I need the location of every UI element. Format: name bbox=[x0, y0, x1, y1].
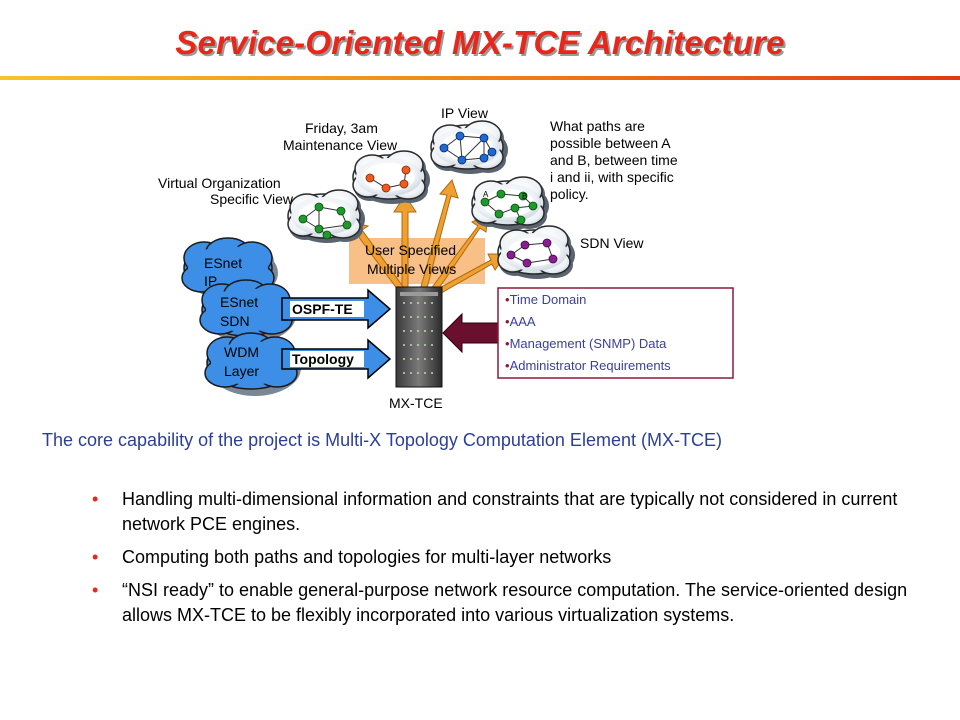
topology-arrow bbox=[281, 338, 392, 380]
maintenance-label-line2: Maintenance View bbox=[283, 137, 398, 153]
path-query-cloud bbox=[471, 176, 550, 231]
question-line3: and B, between time bbox=[550, 152, 678, 168]
maintenance-label-line1: Friday, 3am bbox=[305, 120, 378, 136]
input-item-admin: Administrator Requirements bbox=[510, 358, 672, 373]
inputs-box bbox=[497, 287, 734, 379]
user-specified-line1: User Specified bbox=[365, 242, 456, 258]
user-specified-line2: Multiple Views bbox=[367, 261, 456, 277]
question-line5: policy. bbox=[550, 186, 589, 202]
input-item-time-domain: Time Domain bbox=[510, 292, 587, 307]
bullet-item: • Computing both paths and topologies for… bbox=[92, 545, 912, 570]
bullet-dot: • bbox=[92, 547, 99, 567]
svg-text:•Management (SNMP) Data: •Management (SNMP) Data bbox=[505, 336, 667, 351]
virtual-org-cloud bbox=[287, 189, 366, 244]
bullet-text: Computing both paths and topologies for … bbox=[122, 547, 612, 567]
question-line2: possible between A bbox=[550, 135, 671, 151]
node-label-a: A bbox=[483, 190, 489, 199]
node-label-b: B bbox=[522, 192, 527, 201]
ospf-te-label: OSPF-TE bbox=[292, 301, 353, 317]
bullet-text: “NSI ready” to enable general-purpose ne… bbox=[122, 580, 908, 625]
bullet-dot: • bbox=[92, 489, 99, 509]
sdn-view-label: SDN View bbox=[580, 235, 644, 251]
architecture-diagram: A B Vi bbox=[158, 105, 734, 411]
title-underline bbox=[0, 76, 960, 80]
maintenance-cloud bbox=[352, 150, 431, 205]
svg-text:•Administrator Requirements: •Administrator Requirements bbox=[505, 358, 671, 373]
svg-text:•AAA: •AAA bbox=[505, 314, 536, 329]
page-title: Service-Oriented MX-TCE Architecture bbox=[175, 24, 785, 61]
bullet-list: • Handling multi-dimensional information … bbox=[92, 487, 912, 636]
svg-text:•Time Domain: •Time Domain bbox=[505, 292, 586, 307]
ip-view-label: IP View bbox=[441, 105, 489, 121]
esnet-ip-label-line2: IP bbox=[204, 273, 217, 289]
esnet-ip-label-line1: ESnet bbox=[204, 255, 242, 271]
wdm-label-line1: WDM bbox=[224, 344, 259, 360]
bullet-item: • Handling multi-dimensional information … bbox=[92, 487, 912, 537]
inputs-arrow bbox=[442, 312, 499, 354]
ospf-te-arrow bbox=[281, 288, 392, 330]
virtual-org-label-line1: Virtual Organization bbox=[158, 175, 281, 191]
sdn-view-cloud bbox=[497, 225, 576, 280]
bullet-dot: • bbox=[92, 580, 99, 600]
topology-label: Topology bbox=[292, 351, 354, 367]
bullet-text: Handling multi-dimensional information a… bbox=[122, 489, 898, 534]
virtual-org-label-line2: Specific View bbox=[210, 191, 294, 207]
intro-paragraph: The core capability of the project is Mu… bbox=[42, 430, 722, 450]
view-arrows bbox=[349, 179, 507, 297]
wdm-label-line2: Layer bbox=[224, 363, 259, 379]
input-item-snmp: Management (SNMP) Data bbox=[510, 336, 668, 351]
ip-view-cloud bbox=[430, 120, 509, 175]
mx-tce-server bbox=[395, 286, 443, 388]
esnet-sdn-label-line1: ESnet bbox=[220, 294, 258, 310]
mx-tce-label: MX-TCE bbox=[389, 395, 443, 411]
bullet-item: • “NSI ready” to enable general-purpose n… bbox=[92, 578, 912, 628]
question-line1: What paths are bbox=[550, 118, 645, 134]
esnet-sdn-label-line2: SDN bbox=[220, 313, 250, 329]
question-line4: i and ii, with specific bbox=[550, 169, 674, 185]
input-item-aaa: AAA bbox=[510, 314, 536, 329]
